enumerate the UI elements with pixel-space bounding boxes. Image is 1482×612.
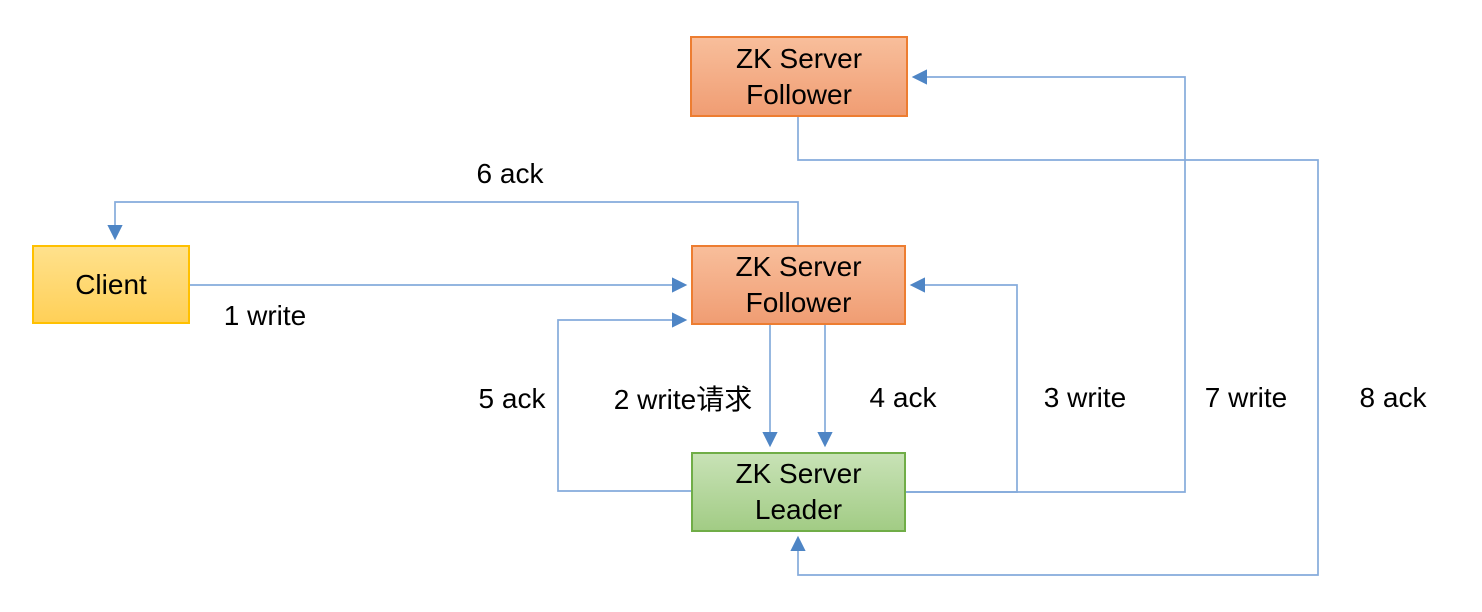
connector-7-write xyxy=(906,69,1186,493)
edge-label-3-write: 3 write xyxy=(1043,382,1127,413)
edge-label-7-write: 7 write xyxy=(1204,382,1288,413)
node-client: Client xyxy=(32,245,190,324)
edge-label-5-ack: 5 ack xyxy=(478,383,546,414)
connector-8-ack xyxy=(790,117,1319,576)
edge-label-1-write: 1 write xyxy=(223,300,307,331)
edge-label-8-ack: 8 ack xyxy=(1359,382,1427,413)
node-zk-server-follower-mid: ZK Server Follower xyxy=(691,245,906,325)
connector-5-ack xyxy=(557,312,691,492)
edge-label-2-write-request: 2 write请求 xyxy=(613,384,753,415)
connector-6-ack xyxy=(107,201,799,245)
edge-label-4-ack: 4 ack xyxy=(869,382,937,413)
node-zk-server-follower-top: ZK Server Follower xyxy=(690,36,908,117)
node-zk-server-leader: ZK Server Leader xyxy=(691,452,906,532)
edge-label-6-ack: 6 ack xyxy=(476,158,544,189)
